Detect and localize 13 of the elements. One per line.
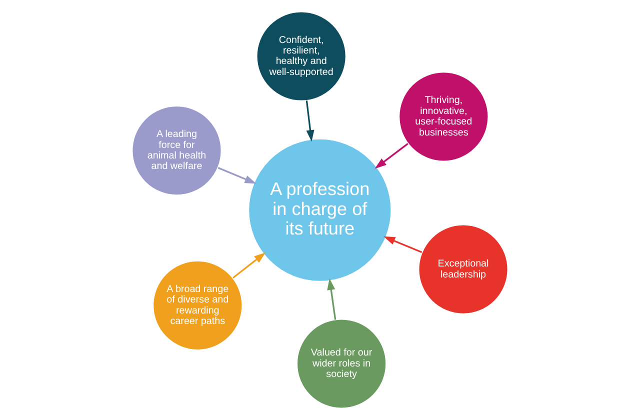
arrow (374, 143, 408, 169)
node-circle: A profession in charge of its future (248, 138, 392, 282)
arrow (218, 167, 256, 184)
node-circle: Thriving, innovative, user-focused businesses (398, 72, 489, 162)
node-circle: A broad range of diverse and rewarding career paths (152, 260, 243, 350)
arrow (232, 252, 266, 278)
node-circle: Confident, resilient, healthy and well-supported (256, 11, 346, 102)
arrow (327, 278, 336, 320)
arrow (384, 236, 422, 253)
node-circle: Valued for our wider roles in society (296, 318, 386, 409)
node-circle: A leading force for animal health and welfare (132, 106, 222, 196)
node-circle: Exceptional leadership (418, 224, 508, 314)
arrow (306, 100, 314, 142)
